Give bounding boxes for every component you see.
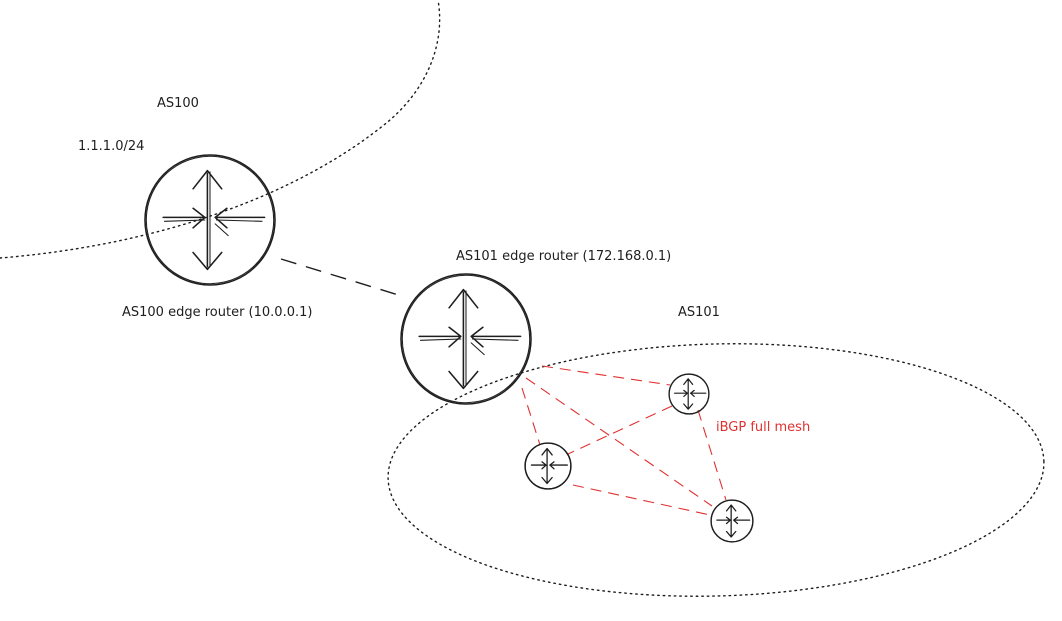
- as100-prefix-label: 1.1.1.0/24: [78, 139, 144, 154]
- router-icon: [710, 499, 754, 543]
- ibgp-link-r2-r3: [572, 484, 711, 516]
- as101-edge-router-label: AS101 edge router (172.168.0.1): [456, 249, 671, 264]
- as100-boundary: [0, 0, 441, 259]
- as101-internal-router-3: [710, 499, 754, 543]
- as101-label: AS101: [678, 305, 720, 320]
- router-icon: [144, 154, 276, 286]
- as100-label: AS100: [157, 96, 199, 111]
- ibgp-links: [521, 365, 727, 516]
- ibgp-full-mesh-label: iBGP full mesh: [716, 420, 810, 435]
- ibgp-link-edge-r1: [541, 365, 671, 386]
- as101-internal-router-1: [668, 373, 710, 415]
- ibgp-link-edge-r3: [525, 377, 713, 507]
- as101-internal-router-2: [524, 442, 572, 490]
- ibgp-link-edge-r2: [521, 387, 541, 446]
- router-icon: [400, 273, 532, 405]
- ebgp-link: [280, 258, 406, 298]
- as100-edge-router: [144, 154, 276, 286]
- ibgp-link-r1-r2: [567, 405, 673, 455]
- router-icon: [668, 373, 710, 415]
- ibgp-link-r1-r3: [697, 409, 727, 501]
- as100-edge-router-label: AS100 edge router (10.0.0.1): [122, 305, 312, 320]
- as101-edge-router: [400, 273, 532, 405]
- router-icon: [524, 442, 572, 490]
- as101-boundary: [387, 343, 1045, 597]
